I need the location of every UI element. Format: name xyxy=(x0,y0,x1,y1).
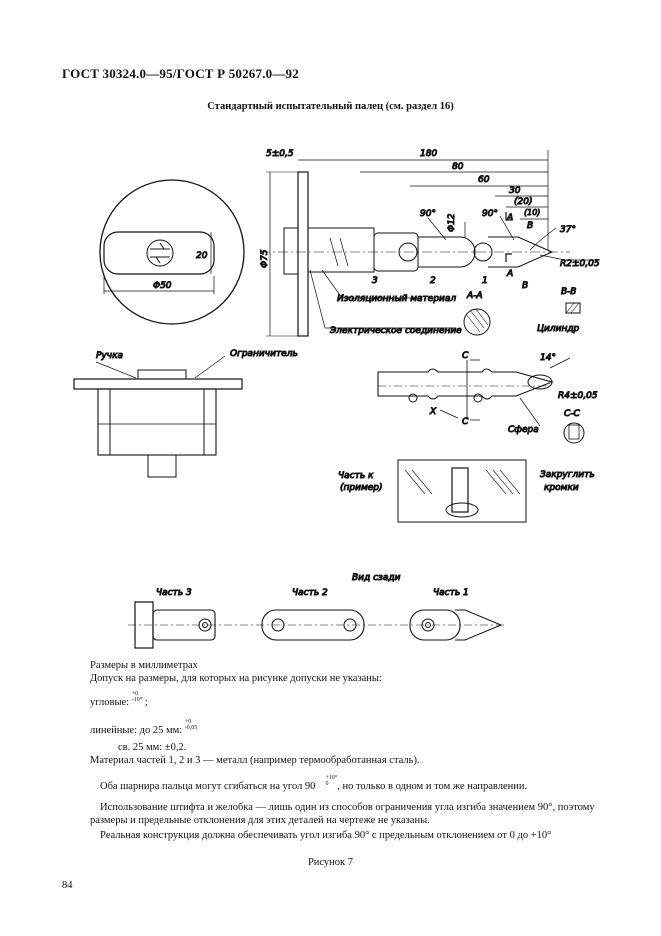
dim-dia12: Φ12 xyxy=(447,213,457,232)
dim-60: 60 xyxy=(478,175,490,185)
handle-label: Ручка xyxy=(96,351,123,361)
electric-label: Электрическое соединение xyxy=(329,326,462,336)
dim-180: 180 xyxy=(420,149,437,159)
limiter-label: Ограничитель xyxy=(230,349,298,359)
dim-10: (10) xyxy=(524,208,540,217)
part-1-label: Часть 1 xyxy=(433,588,469,598)
section-cc-label: С-С xyxy=(564,409,581,419)
page-number: 84 xyxy=(62,880,73,891)
section-views xyxy=(463,302,581,336)
radius-4: R4±0,05 xyxy=(558,391,598,401)
angular-tolerance: +0-10° xyxy=(131,691,143,703)
section-c-bottom: C xyxy=(462,417,469,427)
note-tolerance: Допуск на размеры, для которых на рисунк… xyxy=(90,673,382,684)
hinge-tolerance: +10°0 xyxy=(325,775,338,787)
section-b-top: B xyxy=(527,221,533,231)
note-pin: Использование штифта и желобка — лишь од… xyxy=(90,802,595,826)
part-3-label: Часть 3 xyxy=(156,588,192,598)
section-aa-label: A-A xyxy=(466,291,483,301)
angle-14: 14° xyxy=(540,353,556,363)
dim-dia50: Φ50 xyxy=(153,281,172,291)
finger-side-view xyxy=(260,150,595,337)
part-2-label: Часть 2 xyxy=(292,588,328,598)
note-angular: угловые: +0-10° ; xyxy=(90,691,148,708)
angle-90b: 90° xyxy=(482,209,498,219)
radius-2: R2±0,05 xyxy=(560,259,600,269)
part-2-num: 2 xyxy=(430,276,436,286)
handle-view xyxy=(73,355,243,478)
dim-dia75: Φ75 xyxy=(260,249,270,268)
rear-view-parts xyxy=(128,601,505,649)
note-over25: св. 25 мм: ±0,2. xyxy=(118,742,187,753)
dim-80: 80 xyxy=(452,162,464,172)
part-k-label: Часть к xyxy=(338,471,374,481)
dim-20: 20 xyxy=(196,251,208,261)
note-real: Реальная конструкция должна обеспечивать… xyxy=(100,830,552,841)
angle-37: 37° xyxy=(560,225,576,235)
linear-tolerance: +0-0,05 xyxy=(184,719,198,731)
part-k-example: (пример) xyxy=(340,483,383,493)
finger-joint-view xyxy=(377,357,585,444)
note-material: Материал частей 1, 2 и 3 — металл (напри… xyxy=(90,755,420,766)
round-label: Закруглить xyxy=(540,470,595,480)
dim-5: 5±0,5 xyxy=(266,149,294,159)
dim-30: 30 xyxy=(509,186,521,196)
section-c-top: C xyxy=(462,351,469,361)
detail-part-k xyxy=(397,459,527,523)
note-units: Размеры в миллиметрах xyxy=(90,660,198,671)
section-a-top: A xyxy=(506,213,513,223)
part-3-num: 3 xyxy=(372,276,378,286)
dim-20-paren: (20) xyxy=(514,197,532,207)
detail-x: X xyxy=(429,407,437,417)
section-b-bottom: B xyxy=(522,281,528,291)
section-a-bottom: A xyxy=(506,269,513,279)
disc-front-view xyxy=(99,179,245,325)
figure-title: Стандартный испытательный палец (см. раз… xyxy=(207,101,454,112)
section-bb-label: B-B xyxy=(561,287,576,297)
figure-caption: Рисунок 7 xyxy=(307,857,354,868)
cylinder-label: Цилиндр xyxy=(537,324,580,334)
note-hinge: Оба шарнира пальца могут сгибаться на уг… xyxy=(100,775,528,792)
notes-block: Размеры в миллиметрах Допуск на размеры,… xyxy=(90,659,610,842)
insulation-label: Изоляционный материал xyxy=(337,294,456,304)
note-linear: линейные: до 25 мм: +0-0,05 xyxy=(90,719,198,736)
rear-view-label: Вид сзади xyxy=(352,573,401,583)
document-header: ГОСТ 30324.0—95/ГОСТ Р 50267.0—92 xyxy=(62,66,299,81)
angle-90a: 90° xyxy=(420,209,436,219)
sphere-label: Сфера xyxy=(508,425,539,435)
edges-label: кромки xyxy=(544,483,579,493)
part-1-num: 1 xyxy=(482,276,488,286)
